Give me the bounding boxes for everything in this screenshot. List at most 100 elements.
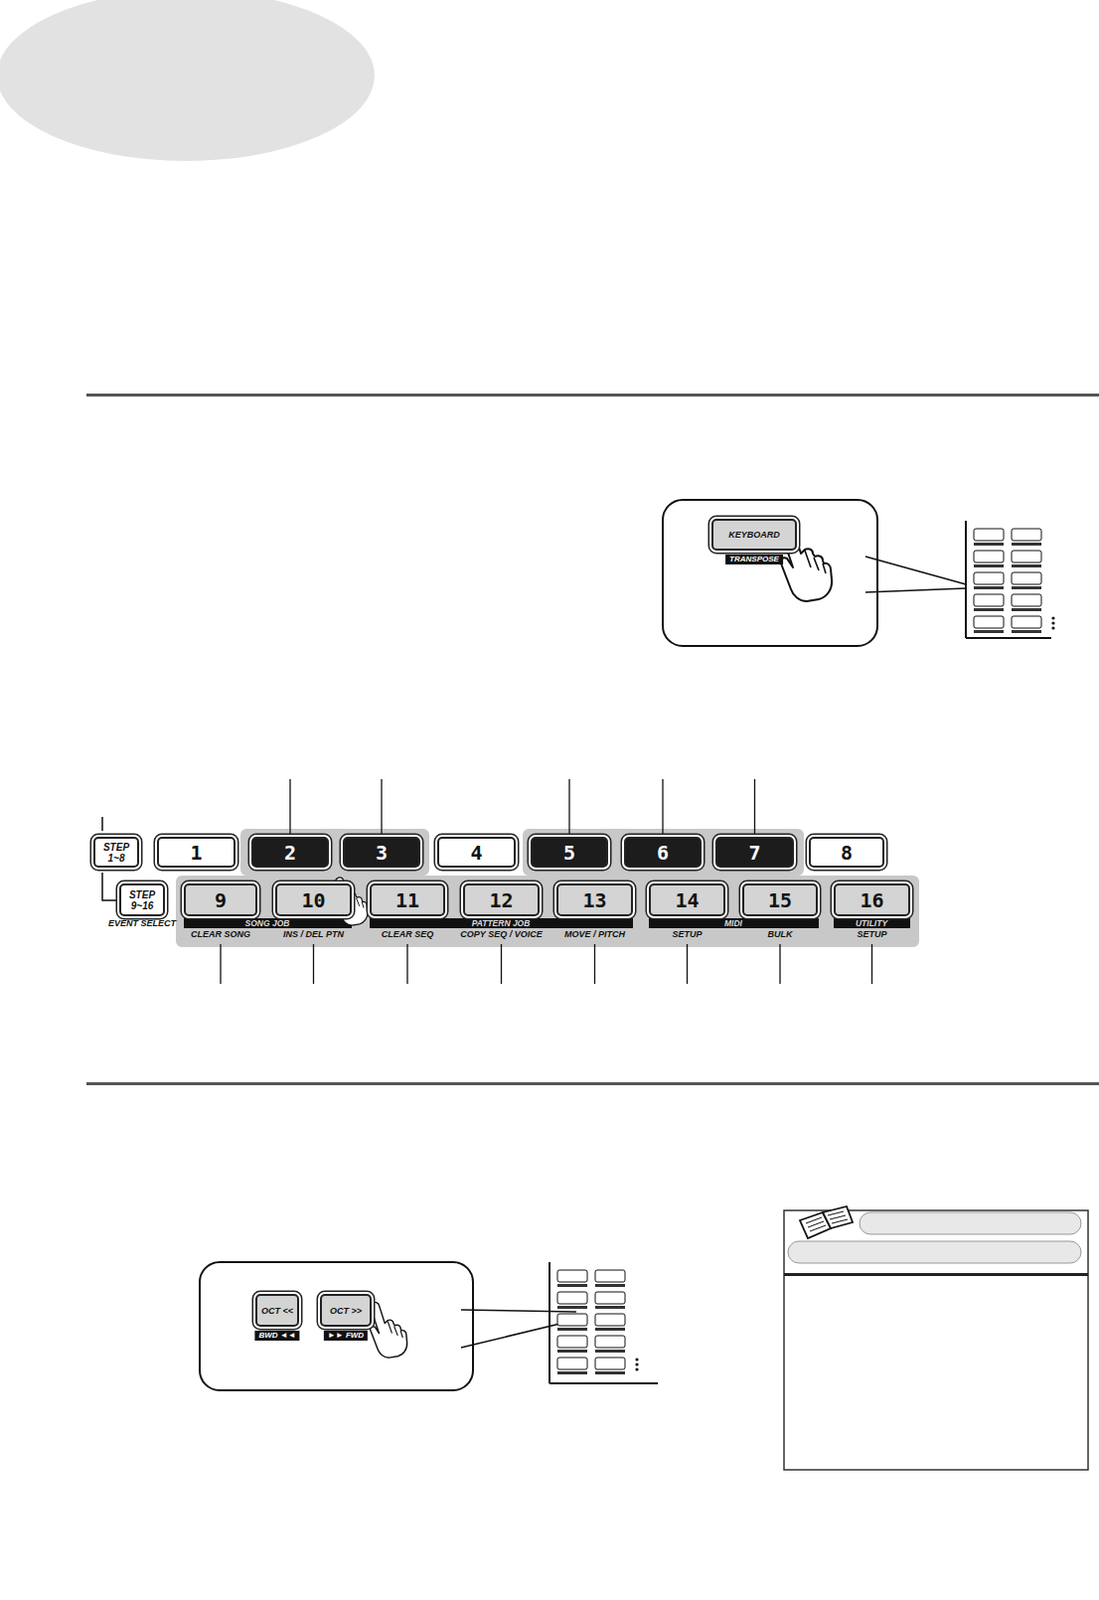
panel-button: 12COPY SEQ / VOICE xyxy=(463,883,540,917)
button-face: 4 xyxy=(437,836,516,868)
button-label: STEP 9~16 xyxy=(121,889,163,912)
button-label: 14 xyxy=(674,888,699,913)
panel-thumbnail xyxy=(549,1261,658,1384)
panel-thumbnail xyxy=(965,520,1056,638)
panel-button: 7 xyxy=(715,836,794,868)
panel-button: 13MOVE / PITCH xyxy=(556,883,633,917)
function-label: EVENT SELECT xyxy=(108,918,176,930)
callout-box xyxy=(662,499,878,646)
band-bar xyxy=(833,918,911,929)
group-label: UTILITY xyxy=(855,918,888,929)
button-label: 8 xyxy=(840,840,853,865)
group-label: PATTERN JOB xyxy=(471,918,531,929)
panel-button: STEP 1~8 xyxy=(93,836,140,868)
panel-button: 5 xyxy=(530,836,609,868)
band-bar xyxy=(369,918,633,929)
panel-button: 9CLEAR SONG xyxy=(183,883,258,917)
button-face: 13 xyxy=(556,883,633,917)
function-label: COPY SEQ / VOICE xyxy=(460,929,542,941)
panel-button: 8 xyxy=(808,836,885,868)
reference-rule xyxy=(784,1272,1089,1276)
band-bar xyxy=(183,918,352,929)
button-label: OCT << xyxy=(261,1305,294,1316)
section-rule xyxy=(86,393,1099,397)
button-label: 5 xyxy=(563,840,576,865)
callout-box xyxy=(199,1261,473,1391)
button-label: OCT >> xyxy=(329,1305,362,1316)
function-label: INS / DEL PTN xyxy=(283,929,344,941)
band-bar xyxy=(648,918,819,929)
group-band xyxy=(175,875,920,947)
reference-bar xyxy=(787,1241,1082,1263)
button-label: 9 xyxy=(214,888,227,913)
button-label: 12 xyxy=(488,888,513,913)
section-rule xyxy=(86,1082,1099,1086)
button-face: 2 xyxy=(251,836,329,868)
button-face: 12 xyxy=(463,883,540,917)
button-label: 2 xyxy=(284,840,297,865)
function-label: BULK xyxy=(768,929,793,941)
reference-box xyxy=(784,1210,1089,1470)
button-label: KEYBOARD xyxy=(728,529,781,540)
panel-button: 4 xyxy=(437,836,516,868)
button-label: 3 xyxy=(375,840,388,865)
function-label: SETUP xyxy=(856,929,887,941)
callout-line xyxy=(865,556,966,593)
button-label: 7 xyxy=(748,840,761,865)
panel-button: OCT >>►► FWD xyxy=(319,1293,372,1327)
group-band xyxy=(522,828,804,876)
function-label: MOVE / PITCH xyxy=(564,929,626,941)
panel-button: 15BULK xyxy=(742,883,818,917)
button-face: 10 xyxy=(275,883,352,917)
shift-function-label: TRANSPOSE xyxy=(725,554,784,565)
function-label: SETUP xyxy=(671,929,702,941)
reference-bar xyxy=(859,1212,1082,1235)
shift-function-label: ►► FWD xyxy=(323,1330,368,1341)
panel-button: 2 xyxy=(251,836,329,868)
button-face: 5 xyxy=(530,836,609,868)
panel-button: KEYBOARDTRANSPOSE xyxy=(711,518,797,551)
leader-lines xyxy=(220,779,873,984)
button-label: 13 xyxy=(582,888,607,913)
section-tab xyxy=(0,0,375,161)
button-face: 8 xyxy=(808,836,885,868)
panel-button: STEP 9~16EVENT SELECT xyxy=(119,883,165,917)
button-label: 10 xyxy=(301,888,325,913)
panel-button: 14SETUP xyxy=(648,883,726,917)
group-band xyxy=(240,828,430,876)
button-face: STEP 9~16 xyxy=(119,883,165,917)
function-label: CLEAR SEQ xyxy=(381,929,435,941)
button-face: 14 xyxy=(648,883,726,917)
button-face: 1 xyxy=(157,836,236,868)
button-face: OCT << xyxy=(255,1293,300,1327)
button-label: 4 xyxy=(470,840,482,865)
shift-function-label: BWD ◄◄ xyxy=(254,1330,300,1341)
button-face: 7 xyxy=(715,836,794,868)
book-icon xyxy=(799,1206,853,1239)
button-label: 16 xyxy=(859,888,884,913)
panel-button: 3 xyxy=(342,836,421,868)
panel-button: 6 xyxy=(624,836,702,868)
hand-icon xyxy=(369,1301,407,1358)
button-label: 11 xyxy=(395,888,420,913)
button-face: KEYBOARD xyxy=(711,518,797,551)
group-label: MIDI xyxy=(724,918,743,929)
group-label: SONG JOB xyxy=(245,918,291,929)
panel-button: OCT <<BWD ◄◄ xyxy=(255,1293,300,1327)
button-label: 6 xyxy=(656,840,669,865)
button-label: 15 xyxy=(768,888,792,913)
button-face: 15 xyxy=(742,883,818,917)
button-face: 16 xyxy=(833,883,911,917)
button-face: 9 xyxy=(183,883,258,917)
button-face: 6 xyxy=(624,836,702,868)
panel-button: 1 xyxy=(157,836,236,868)
button-label: 1 xyxy=(189,840,202,865)
button-face: OCT >> xyxy=(319,1293,372,1327)
button-face: STEP 1~8 xyxy=(93,836,140,868)
panel-button: 16SETUP xyxy=(833,883,911,917)
button-face: 3 xyxy=(342,836,421,868)
button-label: STEP 1~8 xyxy=(95,841,138,864)
panel-button: 11CLEAR SEQ xyxy=(369,883,446,917)
button-face: 11 xyxy=(369,883,446,917)
